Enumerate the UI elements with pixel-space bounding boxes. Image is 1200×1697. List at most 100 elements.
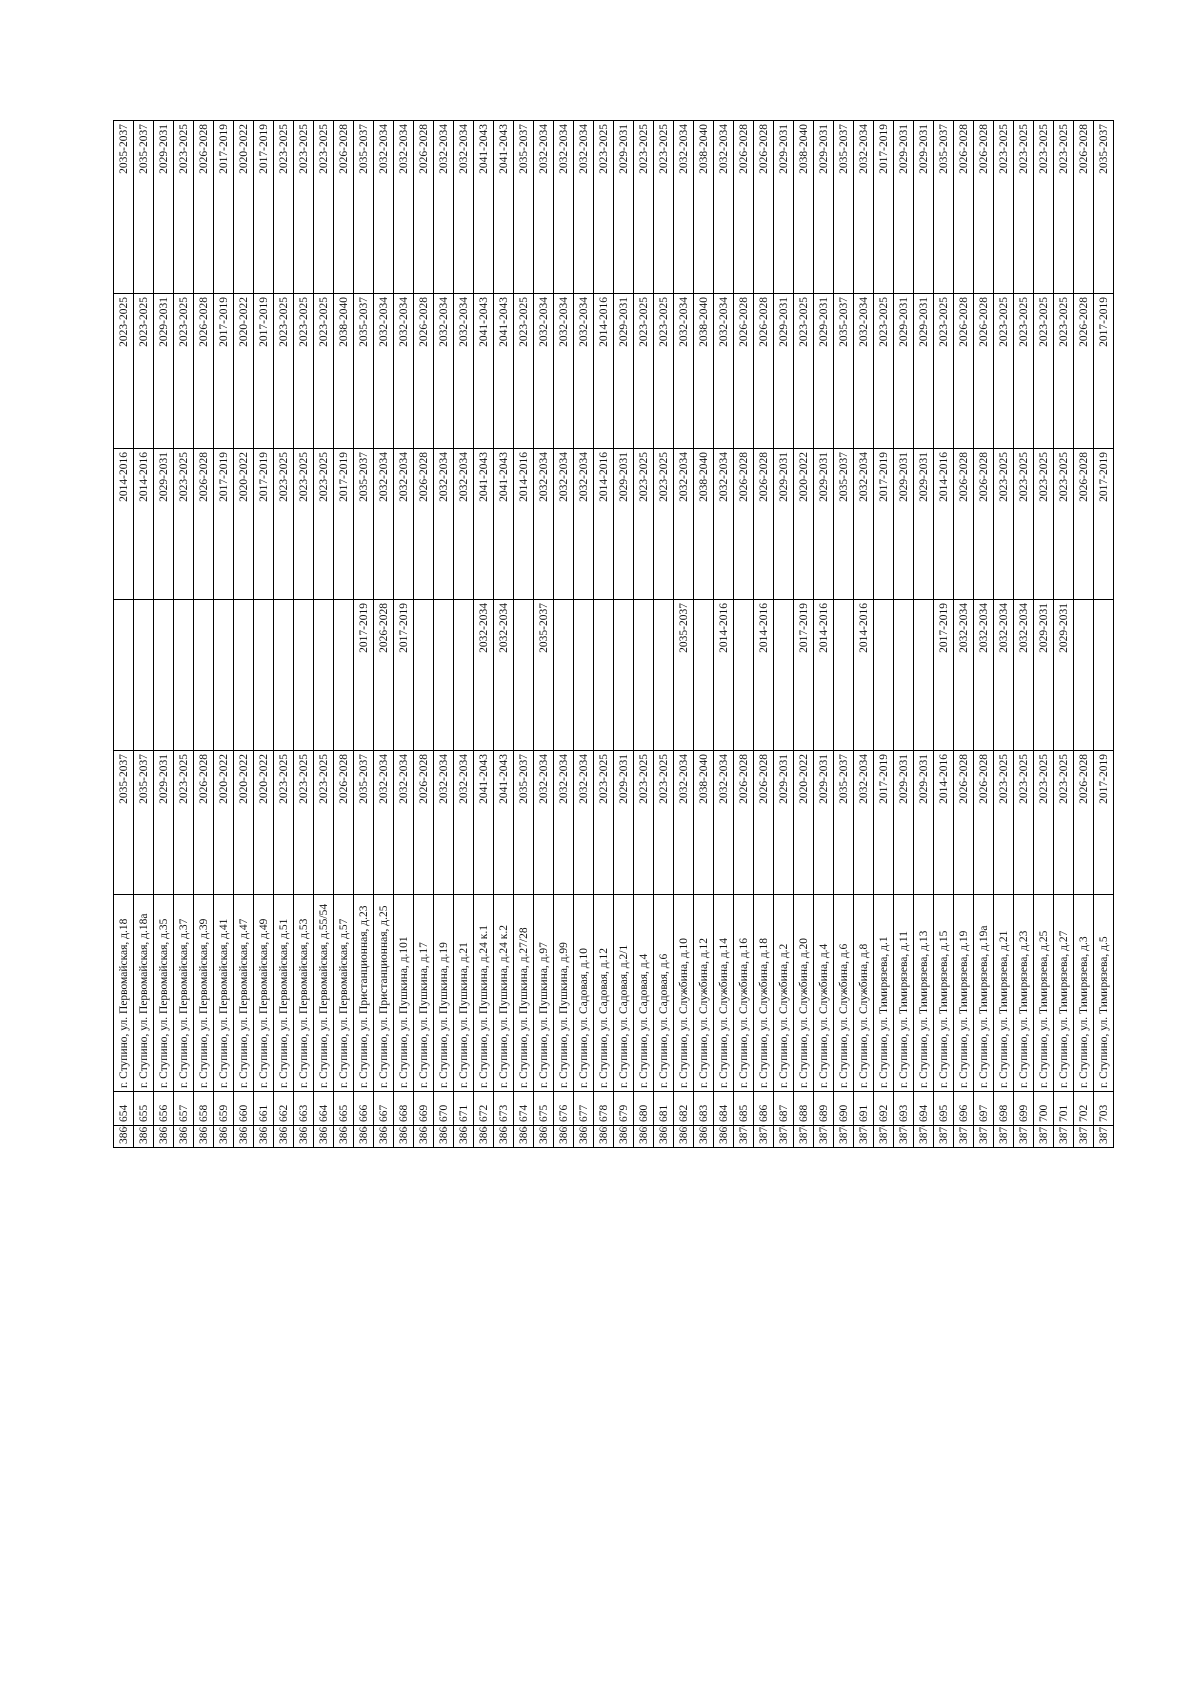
row-number-cell: 671 — [453, 1091, 474, 1126]
row-number-cell: 703 — [1093, 1091, 1114, 1126]
address-cell: г. Ступино, ул. Садовая, д.2/1 — [613, 894, 634, 1092]
period-4-cell: 2032-2034 — [393, 293, 414, 449]
period-5-cell: 2029-2031 — [813, 120, 834, 294]
period-5-cell: 2032-2034 — [373, 120, 394, 294]
record-id-cell: 38682 — [373, 1125, 394, 1148]
period-3-cell: 2023-2025 — [293, 448, 314, 600]
period-4-cell: 2014-2016 — [593, 293, 614, 449]
period-2-cell — [133, 599, 154, 751]
period-4-cell: 2041-2043 — [493, 293, 514, 449]
period-3-cell: 2029-2031 — [813, 448, 834, 600]
period-3-cell: 2032-2034 — [573, 448, 594, 600]
period-3-cell: 2032-2034 — [373, 448, 394, 600]
period-3-cell: 2026-2028 — [973, 448, 994, 600]
period-2-cell: 2035-2037 — [673, 599, 694, 751]
row-number-cell: 676 — [553, 1091, 574, 1126]
record-id-cell: 38671 — [153, 1125, 174, 1148]
period-4-cell: 2029-2031 — [153, 293, 174, 449]
period-4-cell: 2035-2037 — [833, 293, 854, 449]
period-1-cell: 2032-2034 — [713, 750, 734, 895]
period-5-cell: 2035-2037 — [133, 120, 154, 294]
period-2-cell — [693, 599, 714, 751]
period-5-cell: 2038-2040 — [693, 120, 714, 294]
address-cell: г. Ступино, ул. Пушкина, д.19 — [433, 894, 454, 1092]
period-5-cell: 2029-2031 — [153, 120, 174, 294]
record-id-cell: 38679 — [313, 1125, 334, 1148]
row-number-cell: 654 — [113, 1091, 134, 1126]
period-1-cell: 2029-2031 — [893, 750, 914, 895]
period-3-cell: 2017-2019 — [213, 448, 234, 600]
row-number-cell: 658 — [193, 1091, 214, 1126]
period-5-cell: 2032-2034 — [673, 120, 694, 294]
row-number-cell: 657 — [173, 1091, 194, 1126]
address-cell: г. Ступино, ул. Первомайская, д.41 — [213, 894, 234, 1092]
period-1-cell: 2029-2031 — [913, 750, 934, 895]
record-id-cell: 38704 — [813, 1125, 834, 1148]
record-id-cell: 38710 — [933, 1125, 954, 1148]
row-number-cell: 692 — [873, 1091, 894, 1126]
period-4-cell: 2032-2034 — [573, 293, 594, 449]
period-1-cell: 2041-2043 — [473, 750, 494, 895]
period-5-cell: 2035-2037 — [833, 120, 854, 294]
period-5-cell: 2023-2025 — [993, 120, 1014, 294]
row-number-cell: 666 — [353, 1091, 374, 1126]
period-1-cell: 2026-2028 — [973, 750, 994, 895]
period-2-cell: 2029-2031 — [1033, 599, 1054, 751]
period-1-cell: 2023-2025 — [653, 750, 674, 895]
record-id-cell: 38711 — [953, 1125, 974, 1148]
period-5-cell: 2020-2022 — [233, 120, 254, 294]
period-1-cell: 2032-2034 — [533, 750, 554, 895]
row-number-cell: 701 — [1053, 1091, 1074, 1126]
row-number-cell: 697 — [973, 1091, 994, 1126]
period-1-cell: 2032-2034 — [373, 750, 394, 895]
period-5-cell: 2032-2034 — [553, 120, 574, 294]
period-2-cell: 2017-2019 — [793, 599, 814, 751]
period-1-cell: 2017-2019 — [1093, 750, 1114, 895]
record-id-cell: 38676 — [253, 1125, 274, 1148]
period-4-cell: 2017-2019 — [253, 293, 274, 449]
period-4-cell: 2017-2019 — [213, 293, 234, 449]
period-2-cell — [453, 599, 474, 751]
period-2-cell: 2014-2016 — [713, 599, 734, 751]
period-3-cell: 2029-2031 — [153, 448, 174, 600]
period-3-cell: 2023-2025 — [313, 448, 334, 600]
period-3-cell: 2032-2034 — [453, 448, 474, 600]
record-id-cell: 38696 — [653, 1125, 674, 1148]
period-4-cell: 2026-2028 — [413, 293, 434, 449]
period-3-cell: 2020-2022 — [793, 448, 814, 600]
period-1-cell: 2020-2022 — [213, 750, 234, 895]
row-number-cell: 690 — [833, 1091, 854, 1126]
period-4-cell: 2023-2025 — [633, 293, 654, 449]
period-2-cell — [273, 599, 294, 751]
period-4-cell: 2026-2028 — [1073, 293, 1094, 449]
record-id-cell: 38707 — [873, 1125, 894, 1148]
period-3-cell: 2032-2034 — [433, 448, 454, 600]
period-5-cell: 2026-2028 — [193, 120, 214, 294]
address-cell: г. Ступино, ул. Службина, д.2 — [773, 894, 794, 1092]
period-1-cell: 2032-2034 — [553, 750, 574, 895]
period-2-cell — [913, 599, 934, 751]
address-cell: г. Ступино, ул. Пушкина, д.99 — [553, 894, 574, 1092]
address-cell: г. Ступино, ул. Пушкина, д.27/28 — [513, 894, 534, 1092]
address-cell: г. Ступино, ул. Пристанционная, д.25 — [373, 894, 394, 1092]
period-5-cell: 2023-2025 — [653, 120, 674, 294]
period-4-cell: 2029-2031 — [813, 293, 834, 449]
row-number-cell: 700 — [1033, 1091, 1054, 1126]
period-3-cell: 2032-2034 — [713, 448, 734, 600]
period-3-cell: 2023-2025 — [1033, 448, 1054, 600]
period-2-cell — [253, 599, 274, 751]
period-2-cell — [893, 599, 914, 751]
period-4-cell: 2020-2022 — [233, 293, 254, 449]
record-id-cell: 38681 — [353, 1125, 374, 1148]
address-cell: г. Ступино, ул. Тимирязева, д.19 — [953, 894, 974, 1092]
period-3-cell: 2041-2043 — [473, 448, 494, 600]
